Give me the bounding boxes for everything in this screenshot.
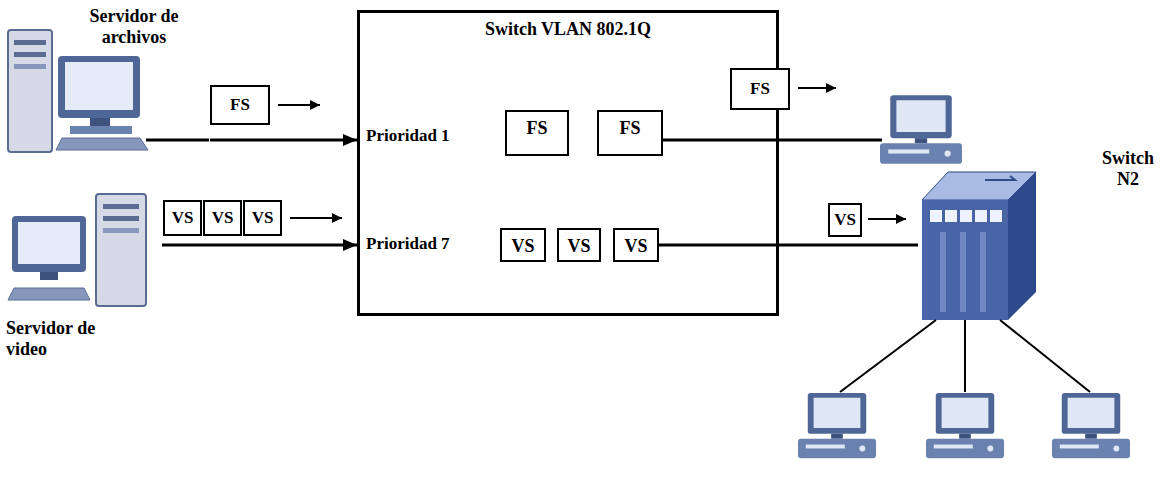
packet-box: VS [243, 200, 282, 236]
node-text: VS [615, 236, 657, 257]
flow-arrow [290, 217, 342, 219]
flow-arrow [278, 104, 320, 106]
node-text: Servidor de archivos [60, 6, 208, 47]
node-text: FS [507, 118, 567, 139]
server-node: Servidor de video [4, 186, 162, 370]
node-text: VS [252, 208, 274, 228]
packet-box: VS [500, 228, 546, 262]
node-text: Servidor de video [6, 318, 96, 359]
switch-node: Switch N2 [918, 146, 1164, 324]
switch-icon [922, 172, 1036, 320]
node-text: VS [502, 236, 544, 257]
workstation-icon [880, 95, 962, 164]
host-icon [1052, 393, 1130, 458]
host-icon [798, 393, 876, 458]
link-line [162, 244, 357, 247]
node-text: VS [172, 208, 194, 228]
link-line [659, 244, 918, 247]
packet-box: VS [828, 203, 862, 237]
packet-box: VS [613, 228, 659, 262]
priority-label: Prioridad 1 [366, 126, 450, 146]
packet-box: FS [730, 68, 790, 110]
packet-box: FS [597, 110, 663, 156]
switch-title: Switch VLAN 802.1Q [360, 19, 776, 40]
server-node: Servidor de archivos [2, 4, 210, 166]
node-text: VS [834, 210, 856, 230]
host-icon [926, 393, 1004, 458]
file-server-icon [8, 30, 148, 152]
packet-box: VS [163, 200, 202, 236]
node-text: VS [559, 236, 599, 257]
packet-box: FS [505, 110, 569, 156]
video-server-icon [8, 194, 146, 306]
switch-frame: Switch VLAN 802.1Q FS FS VS VS VS [357, 10, 779, 316]
host-links [840, 320, 1090, 392]
node-text: FS [599, 118, 661, 139]
output-line [655, 139, 882, 142]
server-cable [146, 139, 209, 142]
node-text: Switch N2 [1096, 148, 1160, 189]
node-text: FS [750, 79, 770, 99]
packet-box: VS [557, 228, 601, 262]
packet-box: FS [210, 85, 270, 125]
node-text: VS [212, 208, 234, 228]
link-line [210, 139, 357, 142]
flow-arrow [868, 218, 906, 220]
node-text: FS [230, 95, 250, 115]
flow-arrow [798, 87, 836, 89]
packet-box: VS [203, 200, 242, 236]
priority-label: Prioridad 7 [366, 234, 450, 254]
